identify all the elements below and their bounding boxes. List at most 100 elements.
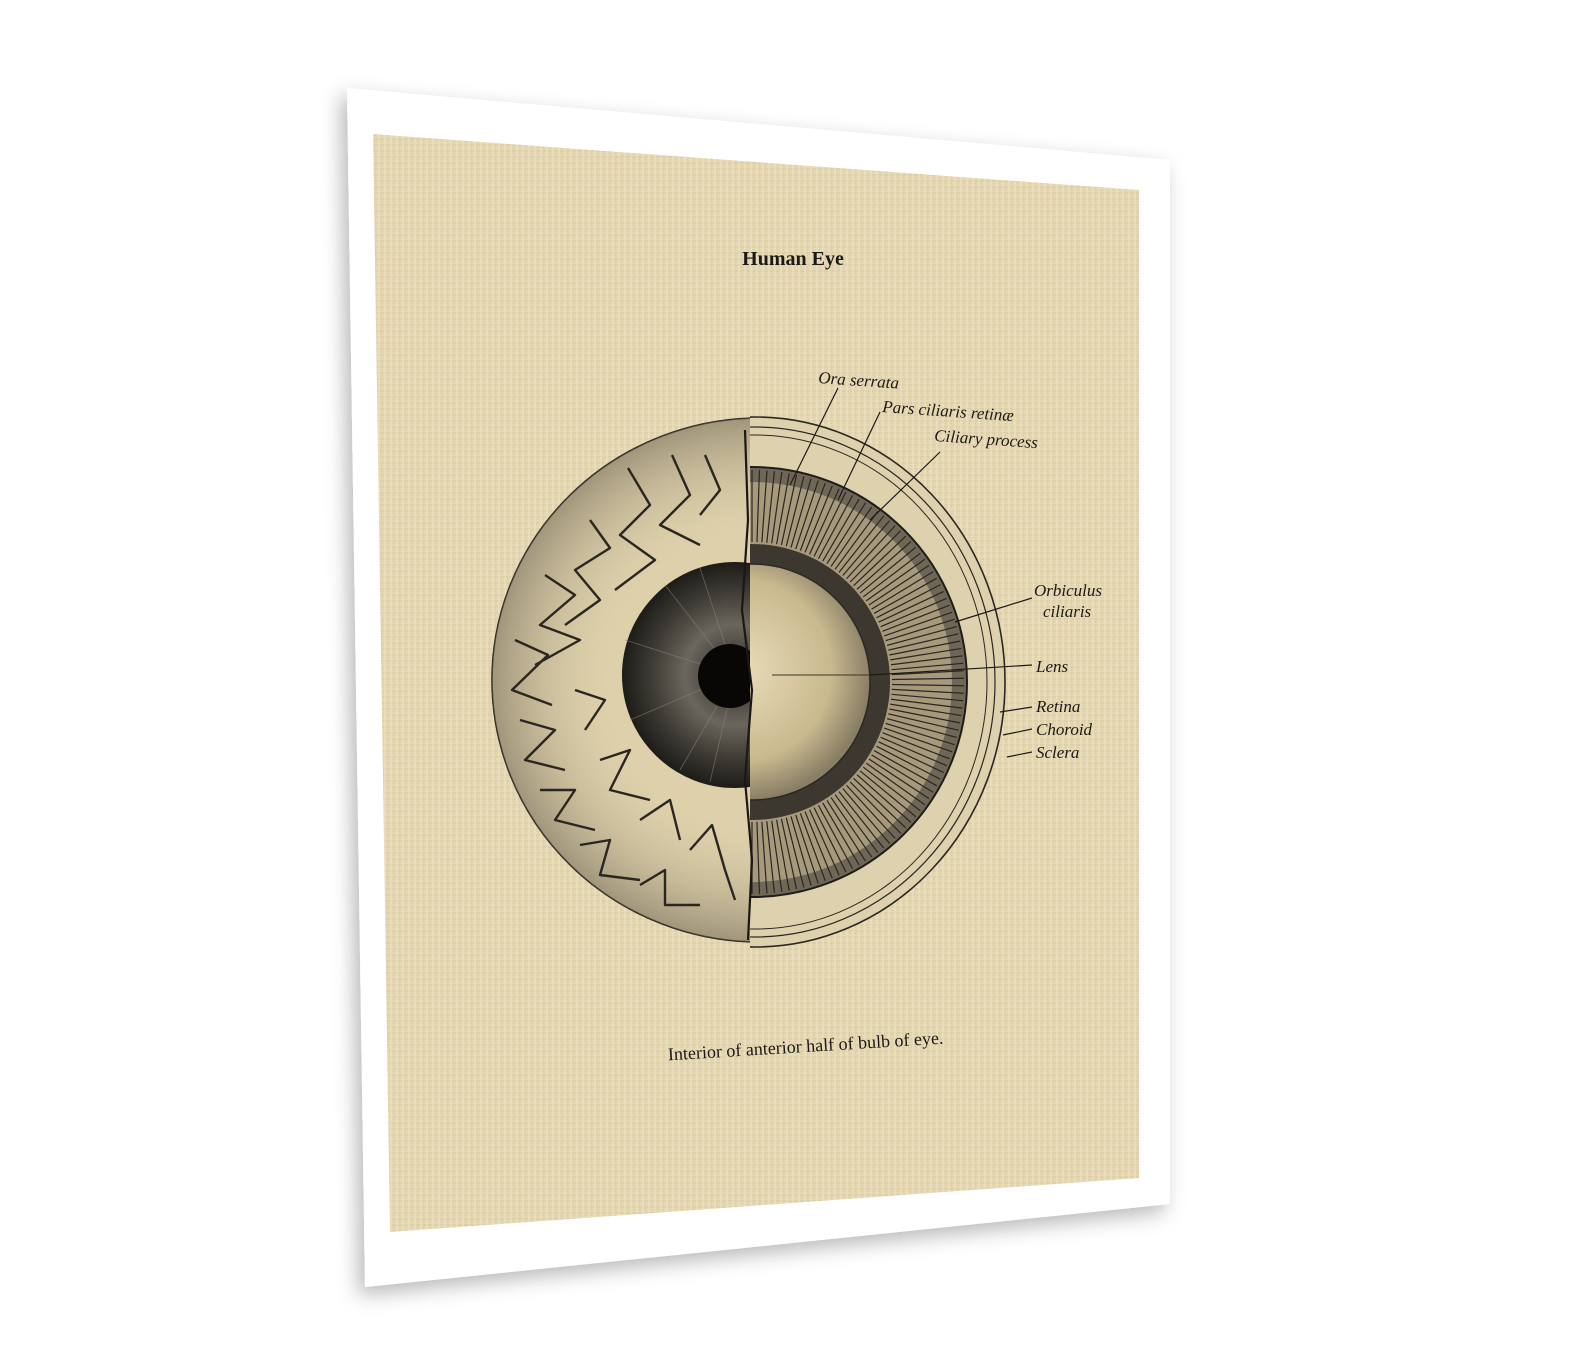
ciliary-ridge (873, 750, 938, 787)
ciliary-ridge (842, 520, 890, 576)
ciliary-ridges (751, 470, 964, 894)
ciliary-ridge (775, 819, 790, 891)
ciliary-ridge (853, 777, 907, 829)
ciliary-ridge (849, 781, 902, 834)
ciliary-ridge (826, 799, 866, 862)
ciliary-ridge (889, 708, 961, 724)
ciliary-ridge (884, 611, 953, 637)
ciliary-ridge (799, 813, 826, 882)
ciliary-ridge (885, 618, 955, 642)
ciliary-ridge (878, 741, 944, 774)
ciliary-ridge (859, 770, 917, 818)
ciliary-ridge (891, 670, 964, 676)
ciliary-ridge (790, 478, 812, 548)
ciliary-ridge (888, 633, 959, 651)
ciliary-ridge (890, 647, 962, 661)
ciliary-ridge (871, 571, 934, 610)
ciliary-ridge (853, 535, 907, 587)
eye-diagram (491, 416, 1006, 948)
ciliary-ridge (804, 485, 833, 553)
ciliary-ridge (856, 541, 912, 590)
ciliary-ridge (790, 816, 812, 886)
ciliary-ridge (876, 584, 941, 619)
ciliary-ridge (766, 821, 776, 893)
choroid-ring (750, 426, 996, 938)
ciliary-ridge (890, 698, 963, 709)
ciliary-ridge (891, 688, 964, 694)
ciliary-ridge (882, 604, 950, 632)
ciliary-ridge (830, 506, 873, 567)
ciliary-ridge (761, 470, 768, 543)
ciliary-ridge (871, 754, 934, 793)
ciliary-ridge (885, 722, 955, 746)
ciliary-ridge (834, 511, 879, 570)
poster-title: Human Eye (742, 248, 844, 270)
ciliary-ridge (804, 811, 833, 879)
ciliary-ridge (884, 727, 953, 753)
ciliary-ridge (888, 713, 959, 731)
ciliary-ridge (878, 590, 944, 623)
ciliary-ridge (891, 677, 964, 681)
label-orbiculus: Orbiculus (1034, 581, 1102, 600)
ciliary-ridge (891, 693, 964, 702)
iris (622, 562, 750, 788)
ciliary-ridge (838, 791, 885, 849)
ciliary-ridge (780, 818, 798, 890)
label-lens: Lens (1035, 657, 1069, 676)
ciliary-ridge (891, 662, 964, 671)
ciliary-ridge (795, 480, 819, 550)
ciliary-ridge (886, 718, 957, 739)
ciliary-ridge (846, 525, 896, 580)
ciliary-ridge (856, 774, 912, 823)
ciliary-ridge (756, 470, 761, 543)
ciliary-ridge (761, 821, 768, 894)
ciliary-ridge (868, 564, 930, 606)
ciliary-ridge (880, 736, 948, 767)
ciliary-ridge (822, 802, 860, 866)
ciliary-ridge (780, 474, 798, 546)
ciliary-ridge (849, 530, 902, 583)
ciliary-ridge (830, 797, 873, 858)
ciliary-ridge (834, 794, 879, 853)
ciliary-ridge (813, 491, 847, 557)
ciliary-ridge (817, 495, 854, 560)
leader-lines (789, 387, 1033, 758)
label-retina: Retina (1035, 697, 1080, 716)
ciliary-ridge (826, 502, 866, 565)
label-sclera: Sclera (1036, 743, 1079, 762)
ciliary-ridge (859, 546, 917, 594)
lens (750, 563, 871, 801)
ciliary-ridge (771, 820, 783, 892)
retinal-vessels (510, 454, 737, 907)
ciliary-ridge (873, 577, 938, 614)
ciliary-ridge (876, 745, 941, 780)
ciliary-ridge (862, 766, 921, 812)
ciliary-ridge (822, 498, 860, 562)
ciliary-ridge (799, 482, 826, 551)
ciliary-ridge (890, 703, 962, 717)
ciliary-ridge (865, 762, 926, 806)
label-ciliaris: ciliaris (1043, 602, 1092, 621)
ciliary-ridge (817, 804, 854, 869)
ciliary-ridge (766, 471, 776, 543)
ciliary-ridge (785, 476, 805, 547)
ciliary-ridge (808, 809, 840, 876)
section-cut-edge (740, 429, 754, 941)
ciliary-ridge (886, 625, 957, 646)
ciliary-ridge (785, 817, 805, 888)
pupil (698, 644, 750, 708)
ciliary-ridge (842, 788, 890, 844)
ciliary-ridge (771, 472, 783, 544)
ciliary-ridge (838, 515, 885, 573)
ciliary-ridge (882, 732, 950, 760)
ciliary-ridge (813, 807, 847, 873)
ciliary-ridge (795, 814, 819, 884)
ciliary-ridge (891, 683, 964, 687)
ciliary-ridge (862, 552, 921, 598)
ciliary-ridge (756, 821, 761, 894)
ciliary-ridge (775, 473, 790, 545)
ciliary-ridge (868, 758, 930, 800)
ciliary-ridge (890, 655, 963, 666)
